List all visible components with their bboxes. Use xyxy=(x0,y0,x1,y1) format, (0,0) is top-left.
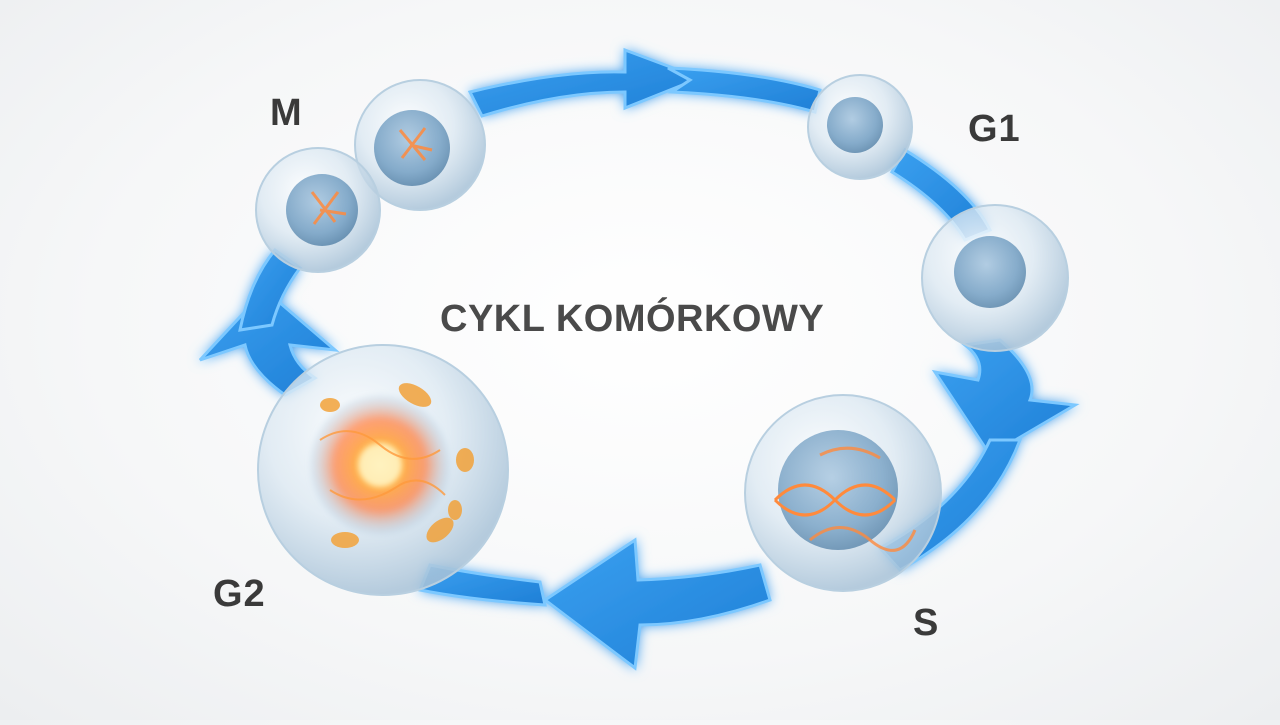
diagram-title: CYKL KOMÓRKOWY xyxy=(440,298,825,340)
cell-s-phase xyxy=(744,394,942,592)
phase-label-s: S xyxy=(913,602,940,644)
phase-label-m: M xyxy=(270,92,303,134)
phase-label-g2: G2 xyxy=(213,573,266,615)
dna-helix-icon xyxy=(773,446,917,552)
cell-g1-large xyxy=(921,204,1069,352)
cell-g2-phase xyxy=(257,344,509,596)
arrow-top-tail xyxy=(667,66,822,114)
cell-g1-small xyxy=(807,74,913,180)
phase-label-g1: G1 xyxy=(968,108,1021,150)
arrow-m-to-g1 xyxy=(467,47,705,118)
arrow-s-to-g2 xyxy=(542,537,772,671)
arrow-right-head xyxy=(931,338,1080,458)
cell-m-phase xyxy=(255,79,486,273)
